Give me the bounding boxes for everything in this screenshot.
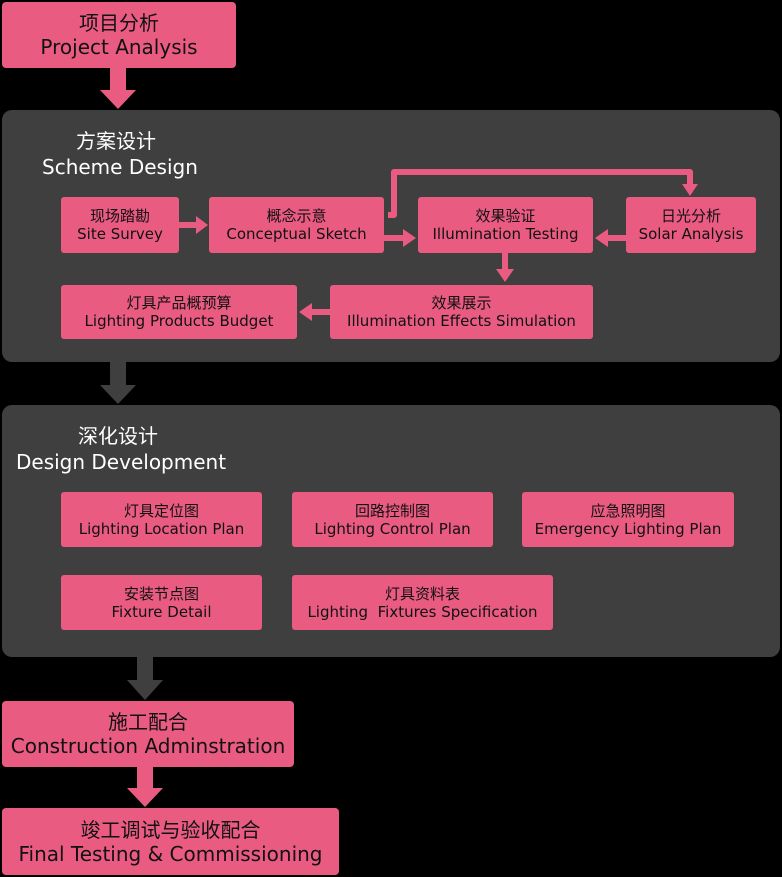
effects-simulation-en: Illumination Effects Simulation [347,312,576,330]
effects-simulation-zh: 效果展示 [431,294,492,312]
effects-simulation-node: 效果展示 Illumination Effects Simulation [330,285,593,339]
construction-administration-node: 施工配合 Construction Adminstration [2,701,294,767]
arrow-survey-to-sketch [179,216,208,234]
project-analysis-zh: 项目分析 [79,11,159,35]
project-analysis-node: 项目分析 Project Analysis [2,2,236,68]
construction-administration-zh: 施工配合 [108,710,188,734]
illumination-testing-zh: 效果验证 [475,207,536,225]
illumination-testing-en: Illumination Testing [432,225,579,243]
arrow-sketch-to-testing [384,229,416,247]
conceptual-sketch-zh: 概念示意 [266,207,327,225]
emergency-lighting-plan-en: Emergency Lighting Plan [534,519,722,538]
arrow-effects-to-budget [299,303,330,321]
conceptual-sketch-en: Conceptual Sketch [226,225,367,243]
solar-analysis-zh: 日光分析 [660,207,721,225]
solar-analysis-en: Solar Analysis [638,225,744,243]
lighting-budget-en: Lighting Products Budget [84,312,274,330]
emergency-lighting-plan-node: 应急照明图 Emergency Lighting Plan [522,492,734,547]
final-testing-en: Final Testing & Commissioning [18,841,323,866]
arrow-testing-to-effects [496,253,514,282]
scheme-design-title-zh: 方案设计 [76,129,156,153]
design-development-title-en: Design Development [16,450,227,475]
arrow-sketch-to-solar-head [682,184,698,196]
project-analysis-en: Project Analysis [40,35,198,59]
lighting-control-plan-zh: 回路控制图 [354,501,430,520]
design-development-title-zh: 深化设计 [78,424,158,448]
lighting-control-plan-node: 回路控制图 Lighting Control Plan [292,492,493,547]
final-testing-node: 竣工调试与验收配合 Final Testing & Commissioning [2,808,339,875]
fixtures-specification-node: 灯具资料表 Lighting Fixtures Specification [292,575,553,630]
arrow-scheme-to-development [100,362,136,404]
conceptual-sketch-node: 概念示意 Conceptual Sketch [209,197,384,253]
fixtures-specification-en: Lighting Fixtures Specification [307,602,538,621]
lighting-location-plan-en: Lighting Location Plan [78,519,245,538]
fixture-detail-en: Fixture Detail [111,602,212,621]
lighting-budget-node: 灯具产品概预算 Lighting Products Budget [61,285,297,339]
emergency-lighting-plan-zh: 应急照明图 [590,501,666,520]
scheme-design-title: 方案设计 Scheme Design [42,128,198,181]
arrow-development-to-construction [127,657,163,700]
design-development-title: 深化设计 Design Development [16,423,226,476]
lighting-location-plan-node: 灯具定位图 Lighting Location Plan [61,492,262,547]
lighting-location-plan-zh: 灯具定位图 [123,501,199,520]
fixture-detail-node: 安装节点图 Fixture Detail [61,575,262,630]
fixture-detail-zh: 安装节点图 [123,584,199,603]
illumination-testing-node: 效果验证 Illumination Testing [418,197,593,253]
arrow-sketch-to-solar [388,169,693,218]
fixtures-specification-zh: 灯具资料表 [384,584,460,603]
site-survey-en: Site Survey [77,225,163,243]
lighting-budget-zh: 灯具产品概预算 [126,294,232,312]
arrow-analysis-to-scheme [100,68,136,109]
final-testing-zh: 竣工调试与验收配合 [80,817,261,842]
arrow-solar-to-testing [595,229,626,247]
arrow-construction-to-final [127,767,163,807]
site-survey-node: 现场踏勘 Site Survey [61,197,179,253]
lighting-control-plan-en: Lighting Control Plan [314,519,471,538]
construction-administration-en: Construction Adminstration [10,734,286,758]
solar-analysis-node: 日光分析 Solar Analysis [626,197,756,253]
site-survey-zh: 现场踏勘 [89,207,150,225]
scheme-design-title-en: Scheme Design [42,155,198,180]
